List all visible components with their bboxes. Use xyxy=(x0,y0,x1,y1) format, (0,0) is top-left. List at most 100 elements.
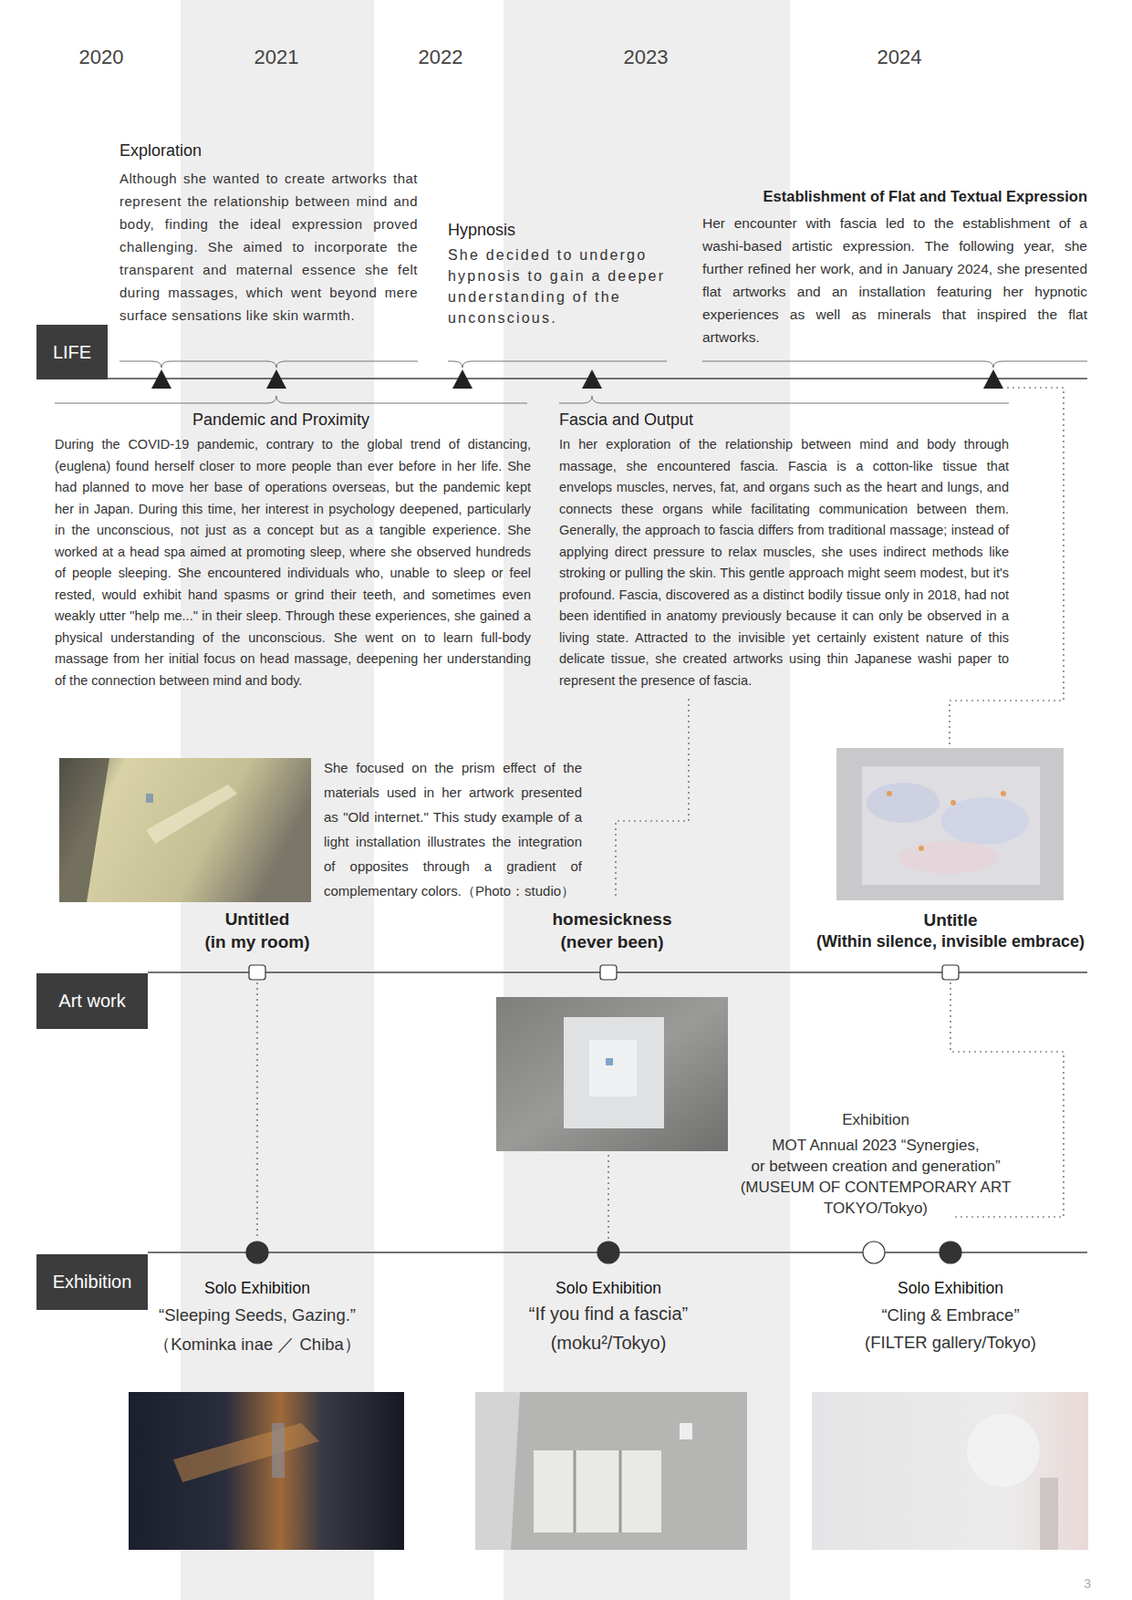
dotted-leader xyxy=(256,982,258,1239)
exhibition-marker xyxy=(862,1241,885,1264)
artwork-photo xyxy=(941,797,1029,845)
exhibition-marker xyxy=(246,1241,962,1264)
exhibition-text: (MUSEUM OF CONTEMPORARY ART xyxy=(740,1178,1012,1197)
artwork-photo xyxy=(836,747,1064,901)
exhibition-photo xyxy=(574,1450,621,1533)
artwork-marker xyxy=(249,965,266,980)
section-text: She decided to undergo hypnosis to gain … xyxy=(447,244,667,329)
section-text: Although she wanted to create artworks t… xyxy=(119,166,418,327)
bracket-line xyxy=(119,361,418,368)
section-text: Her encounter with fascia led to the est… xyxy=(702,211,1088,349)
artwork-title: (never been) xyxy=(560,932,665,953)
timeline-line xyxy=(107,377,1088,380)
exhibition-photo xyxy=(811,1391,1089,1550)
exhibition-text: TOKYO/Tokyo) xyxy=(823,1199,928,1218)
exhibition-marker xyxy=(597,1241,620,1264)
event-triangle xyxy=(151,369,172,389)
artwork-title: (Within silence, invisible embrace) xyxy=(816,932,1085,952)
exhibition-photo xyxy=(128,1391,405,1550)
year-label: 2022 xyxy=(418,45,464,70)
artwork-photo xyxy=(496,996,728,1152)
artwork-title: Untitled xyxy=(225,909,291,930)
artwork-photo xyxy=(59,758,312,903)
bracket-line xyxy=(702,361,1088,368)
exhibition-photo xyxy=(966,1413,1040,1487)
artwork-photo xyxy=(836,747,1064,901)
row-label-box: Art work xyxy=(36,973,148,1029)
year-label: 2020 xyxy=(79,45,125,70)
artwork-photo xyxy=(886,790,893,797)
dotted-leader xyxy=(607,1154,609,1239)
artwork-marker xyxy=(942,965,959,980)
artwork-photo xyxy=(59,758,110,903)
row-label: LIFE xyxy=(52,342,92,364)
artwork-photo xyxy=(861,766,1040,885)
exhibition-marker xyxy=(939,1241,962,1264)
artwork-title: (in my room) xyxy=(204,932,310,953)
row-label-box: LIFE xyxy=(36,324,108,380)
exhibition-title: “Sleeping Seeds, Gazing.” xyxy=(158,1305,356,1326)
year-label: 2024 xyxy=(877,45,923,70)
artwork-photo xyxy=(59,758,312,903)
artwork-title: homesickness xyxy=(552,909,673,930)
exhibition-venue: （Kominka inae ／ Chiba） xyxy=(153,1332,362,1356)
exhibition-title: “If you find a fascia” xyxy=(529,1303,689,1325)
exhibition-marker xyxy=(246,1241,269,1264)
exhibition-heading: Solo Exhibition xyxy=(204,1278,311,1299)
artwork-photo xyxy=(496,996,728,1152)
exhibition-photo xyxy=(475,1391,748,1550)
exhibition-photo xyxy=(128,1391,405,1550)
artwork-photo xyxy=(563,1017,665,1129)
artwork-photo xyxy=(950,799,956,806)
exhibition-venue: (moku²/Tokyo) xyxy=(550,1332,667,1354)
event-triangle xyxy=(151,369,1004,389)
bracket-line xyxy=(559,395,1009,404)
section-heading: Exploration xyxy=(119,141,202,161)
event-triangle xyxy=(266,369,287,389)
section-heading: Hypnosis xyxy=(447,220,516,240)
year-label: 2023 xyxy=(623,45,669,70)
artwork-photo xyxy=(605,1058,613,1066)
exhibition-photo xyxy=(679,1422,693,1440)
section-text: In her exploration of the relationship b… xyxy=(559,434,1009,692)
row-label-box: Exhibition xyxy=(36,1254,148,1310)
row-label: Exhibition xyxy=(52,1271,133,1293)
event-triangle xyxy=(452,369,473,389)
exhibition-heading: Solo Exhibition xyxy=(555,1278,662,1299)
bracket-line xyxy=(54,361,1088,404)
dotted-leader xyxy=(615,698,689,899)
row-label: Art work xyxy=(58,990,125,1012)
exhibition-photo xyxy=(271,1422,285,1478)
year-label: 2021 xyxy=(254,45,300,70)
artwork-photo xyxy=(589,1039,637,1097)
exhibition-photo xyxy=(811,1391,1089,1550)
artwork-photo xyxy=(1000,790,1007,797)
bracket-line xyxy=(54,395,528,404)
exhibition-heading: Exhibition xyxy=(841,1111,910,1130)
event-triangle xyxy=(983,369,1004,389)
artwork-marker xyxy=(600,965,617,980)
bracket-line xyxy=(447,361,667,368)
section-heading: Fascia and Output xyxy=(559,410,694,430)
artwork-photo xyxy=(145,784,238,844)
section-heading: Establishment of Flat and Textual Expres… xyxy=(763,187,1088,206)
exhibition-photo xyxy=(173,1422,320,1483)
artwork-photo xyxy=(866,782,940,823)
artwork-title: Untitle xyxy=(923,910,977,931)
artwork-photo xyxy=(918,845,925,852)
artwork-photo xyxy=(898,841,999,874)
exhibition-text: or between creation and generation” xyxy=(750,1157,1000,1176)
section-heading: Pandemic and Proximity xyxy=(192,410,370,430)
dotted-leader xyxy=(257,982,1064,1239)
exhibition-photo xyxy=(533,1450,662,1533)
event-triangle xyxy=(581,369,603,389)
exhibition-photo xyxy=(475,1391,748,1550)
artwork-photo xyxy=(145,793,154,803)
photo-caption: She focused on the prism effect of the m… xyxy=(323,755,582,904)
exhibition-text: MOT Annual 2023 “Synergies, xyxy=(771,1136,979,1155)
exhibition-photo xyxy=(1039,1477,1059,1550)
exhibition-venue: (FILTER gallery/Tokyo) xyxy=(864,1332,1037,1353)
section-text: During the COVID-19 pandemic, contrary t… xyxy=(54,434,531,692)
exhibition-photo xyxy=(475,1391,520,1550)
page-number: 3 xyxy=(1083,1576,1091,1591)
